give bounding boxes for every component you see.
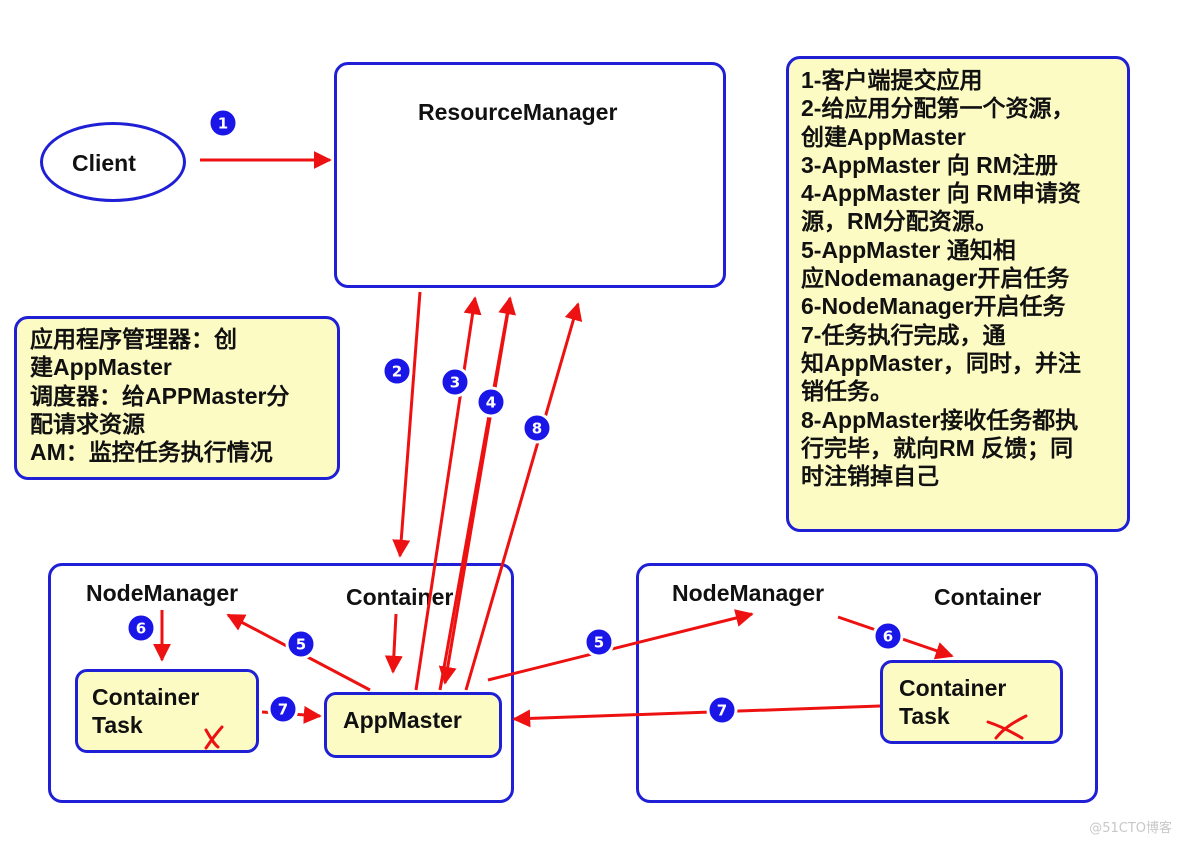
arrow-appmaster-to-right-nm bbox=[487, 609, 754, 682]
step-badge-1: 1 bbox=[207, 107, 239, 139]
left-container-task-label: Container Task bbox=[92, 683, 199, 739]
step-badge-5-left-text: 5 bbox=[296, 636, 306, 654]
role-line: AM：监控任务执行情况 bbox=[30, 439, 273, 466]
arrow-appmaster-finish bbox=[464, 302, 583, 691]
steps-note bbox=[786, 56, 1130, 532]
step-line: 时注销掉自己 bbox=[801, 463, 939, 490]
step-badge-2: 2 bbox=[381, 355, 413, 387]
step-badge-4-text: 4 bbox=[486, 394, 496, 412]
client-node bbox=[40, 122, 186, 202]
task-line: Task bbox=[899, 703, 950, 729]
task-line: Container bbox=[92, 684, 200, 710]
resource-manager-box bbox=[334, 62, 726, 288]
arrow-appmaster-request bbox=[438, 296, 517, 691]
step-line: 6-NodeManager开启任务 bbox=[801, 293, 1066, 320]
step-badge-8-text: 8 bbox=[532, 420, 542, 438]
step-line: 1-客户端提交应用 bbox=[801, 67, 983, 93]
step-badge-5-left: 5 bbox=[285, 628, 317, 660]
role-line: 调度器：给APPMaster分 bbox=[30, 382, 290, 409]
left-container-task-box bbox=[75, 669, 259, 753]
step-badge-7-left: 7 bbox=[267, 693, 299, 725]
step-badge-8: 8 bbox=[521, 412, 553, 444]
step-badge-6-right-text: 6 bbox=[883, 628, 893, 646]
right-container-task-box bbox=[880, 660, 1063, 744]
step-badge-2-text: 2 bbox=[392, 363, 402, 381]
step-badge-7-right: 7 bbox=[706, 694, 738, 726]
step-badge-7-right-text: 7 bbox=[717, 702, 727, 720]
step-badge-1-text: 1 bbox=[218, 115, 228, 133]
left-nodemanager-label: NodeManager bbox=[86, 580, 239, 606]
step-line: 3-AppMaster 向 RM注册 bbox=[801, 151, 1058, 178]
left-task-cross-icon bbox=[204, 725, 224, 750]
arrow-appmaster-register bbox=[414, 296, 482, 691]
step-line: 应Nodemanager开启任务 bbox=[801, 265, 1070, 292]
step-line: 7-任务执行完成，通 bbox=[801, 321, 1006, 348]
arrow-container-to-appmaster bbox=[384, 613, 403, 674]
watermark: @51CTO博客 bbox=[1089, 821, 1172, 836]
steps-note-text: 1-客户端提交应用 2-给应用分配第一个资源， 创建AppMaster 3-Ap… bbox=[801, 66, 1121, 490]
step-line: 4-AppMaster 向 RM申请资 bbox=[801, 180, 1081, 207]
left-container-label: Container bbox=[346, 584, 454, 610]
arrow-rm-to-container bbox=[392, 291, 422, 558]
resource-manager-label: ResourceManager bbox=[418, 99, 618, 125]
arrow-right-task-to-appmaster bbox=[512, 704, 881, 728]
right-container-label: Container bbox=[934, 584, 1042, 610]
step-line: 知AppMaster，同时，并注 bbox=[801, 349, 1081, 376]
right-container-task-label: Container Task bbox=[899, 674, 1006, 730]
step-badge-7-left-text: 7 bbox=[278, 701, 288, 719]
step-badge-6-right: 6 bbox=[872, 620, 904, 652]
role-line: 应用程序管理器：创 bbox=[30, 326, 237, 352]
step-badge-6-left-text: 6 bbox=[136, 620, 146, 638]
step-badge-5-right: 5 bbox=[583, 626, 615, 658]
role-line: 建AppMaster bbox=[30, 354, 172, 381]
step-badge-5-right-text: 5 bbox=[594, 634, 604, 652]
client-label: Client bbox=[72, 150, 136, 176]
role-line: 配请求资源 bbox=[30, 410, 145, 437]
roles-note-text: 应用程序管理器：创 建AppMaster 调度器：给APPMaster分 配请求… bbox=[30, 325, 330, 466]
appmaster-box bbox=[324, 692, 502, 758]
task-line: Container bbox=[899, 675, 1007, 701]
step-badge-4: 4 bbox=[475, 386, 507, 418]
step-line: 源，RM分配资源。 bbox=[801, 208, 998, 235]
step-badge-3-text: 3 bbox=[450, 374, 460, 392]
step-line: 销任务。 bbox=[801, 378, 893, 405]
step-badge-3: 3 bbox=[439, 366, 471, 398]
task-line: Task bbox=[92, 712, 143, 738]
step-line: 5-AppMaster 通知相 bbox=[801, 236, 1016, 263]
step-line: 行完毕，就向RM 反馈；同 bbox=[801, 434, 1074, 461]
roles-note bbox=[14, 316, 340, 480]
step-line: 8-AppMaster接收任务都执 bbox=[801, 406, 1079, 433]
right-task-cross-icon bbox=[986, 714, 1028, 740]
step-badge-6-left: 6 bbox=[125, 612, 157, 644]
step-line: 2-给应用分配第一个资源， bbox=[801, 95, 1075, 122]
appmaster-label: AppMaster bbox=[343, 707, 462, 733]
step-line: 创建AppMaster bbox=[801, 123, 966, 150]
right-nodemanager-label: NodeManager bbox=[672, 580, 825, 606]
